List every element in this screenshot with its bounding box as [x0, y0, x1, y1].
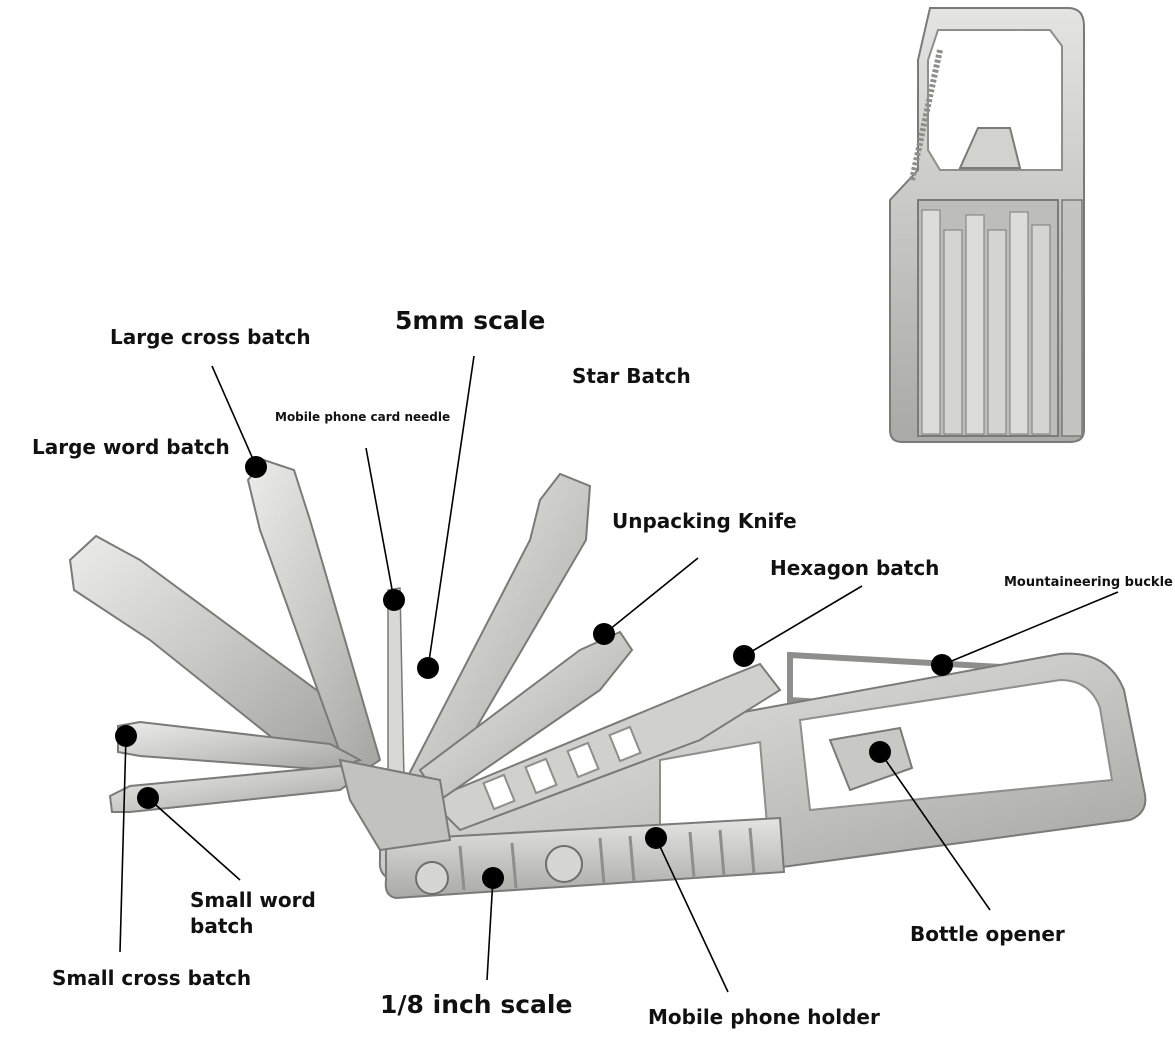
label-bottle-opener: Bottle opener	[910, 922, 1065, 946]
label-small-word-batch-line2: batch	[190, 914, 254, 938]
leader-lines	[119, 355, 1119, 993]
label-hexagon-batch: Hexagon batch	[770, 556, 940, 580]
marker-card-needle	[383, 589, 405, 611]
marker-unpacking-knife	[593, 623, 615, 645]
bit-star	[404, 472, 592, 792]
folded-tool-rib	[1061, 199, 1083, 437]
folded-bit-6	[1031, 224, 1051, 435]
rail-ribs	[458, 827, 756, 891]
marker-one-eighth-scale	[482, 867, 504, 889]
label-small-word-batch-line1: Small word	[190, 888, 316, 912]
marker-large-cross-batch	[245, 456, 267, 478]
label-small-cross-batch: Small cross batch	[52, 966, 252, 990]
leader-large-cross-batch	[211, 365, 257, 467]
bottle-opener-tab	[828, 726, 914, 792]
label-mobile-phone-holder: Mobile phone holder	[648, 1005, 880, 1029]
bit-large-word	[246, 458, 382, 782]
leader-mountaineering-buckle	[941, 591, 1119, 666]
marker-hexagon-batch	[733, 645, 755, 667]
leader-card-needle	[365, 447, 395, 601]
folded-tool	[889, 7, 1085, 443]
markers	[115, 456, 953, 889]
marker-small-cross-batch	[115, 725, 137, 747]
card-needle	[387, 587, 405, 781]
hexagon-wrench	[428, 662, 782, 832]
leader-phone-holder	[655, 837, 729, 993]
marker-5mm-scale	[417, 657, 439, 679]
marker-phone-holder	[645, 827, 667, 849]
leader-hexagon-batch	[743, 585, 863, 657]
leader-small-word-batch	[147, 797, 241, 881]
folded-bit-2	[943, 229, 963, 435]
label-large-cross-batch: Large cross batch	[110, 325, 311, 349]
marker-mountaineering-buckle	[931, 654, 953, 676]
label-mobile-phone-card-needle: Mobile phone card needle	[275, 410, 451, 424]
label-mountaineering-buckle: Mountaineering buckle	[1004, 575, 1173, 590]
leader-one-eighth-scale	[486, 877, 494, 981]
marker-bottle-opener	[869, 741, 891, 763]
hexagon-steps	[482, 725, 642, 811]
leader-bottle-opener	[879, 751, 991, 911]
screw-right	[545, 845, 583, 883]
folded-bit-3	[965, 214, 985, 435]
label-star-batch: Star Batch	[572, 364, 691, 388]
label-one-eighth-inch-scale: 1/8 inch scale	[380, 990, 573, 1019]
label-5mm-scale: 5mm scale	[395, 306, 546, 335]
leader-5mm-scale	[427, 355, 475, 669]
open-tool	[68, 458, 1147, 900]
leader-small-cross-batch	[119, 735, 127, 953]
label-large-word-batch: Large word batch	[32, 435, 230, 459]
folded-tool-spring	[909, 49, 943, 181]
leader-unpacking-knife	[603, 557, 699, 635]
folded-bit-5	[1009, 211, 1029, 435]
marker-small-word-batch	[137, 787, 159, 809]
folded-tool-blade	[958, 127, 1022, 169]
screw-left	[415, 861, 449, 895]
hinge-block	[338, 758, 452, 852]
label-unpacking-knife: Unpacking Knife	[612, 509, 797, 533]
folded-tool-hook-gap	[927, 29, 1063, 171]
folded-bit-4	[987, 229, 1007, 435]
folded-bit-1	[921, 209, 941, 435]
